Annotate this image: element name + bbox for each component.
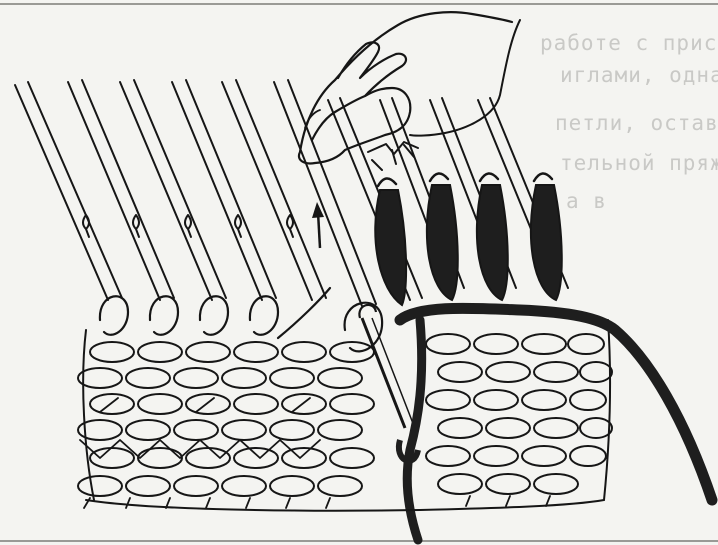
bleed-line-2: иглами, однако	[560, 63, 718, 87]
bleed-line-5: а в	[566, 189, 607, 213]
bleed-line-4: тельной пряжей	[560, 151, 718, 175]
bleed-line-3: петли, оставшиеся	[555, 111, 718, 135]
bleed-line-1: работе с приспособ	[540, 31, 718, 55]
